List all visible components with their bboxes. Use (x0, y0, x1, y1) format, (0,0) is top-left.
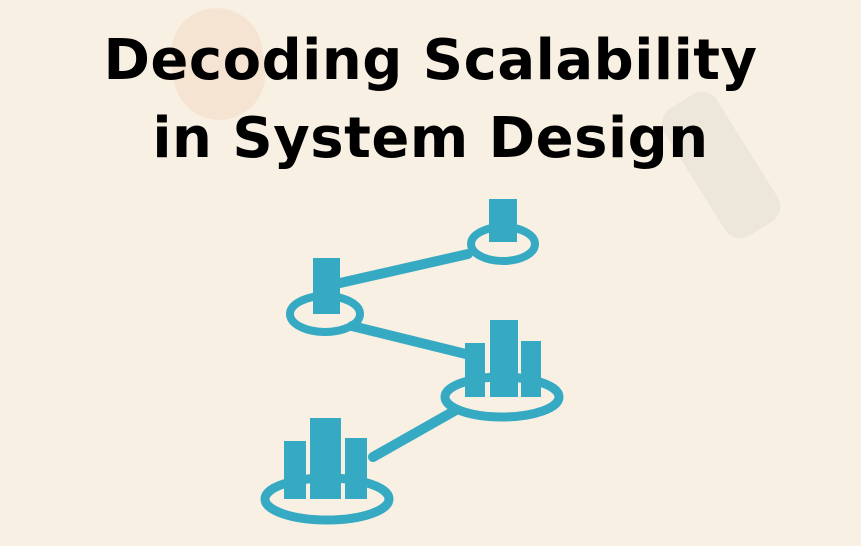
server-bar-large-bottom (310, 418, 341, 499)
connector-line (335, 249, 473, 288)
title-line-2: in System Design (152, 106, 709, 171)
connector-line (347, 321, 479, 361)
connector-line (368, 405, 461, 462)
server-bar-small-middle (313, 258, 340, 314)
server-bar-small-top (489, 199, 517, 242)
server-bar-large-middle (465, 343, 485, 397)
title-line-1: Decoding Scalability (103, 28, 758, 93)
server-bar-large-middle (490, 320, 518, 397)
server-bar-large-middle (521, 341, 541, 397)
page-title: Decoding Scalability in System Design (0, 22, 861, 178)
server-bar-large-bottom (284, 441, 306, 499)
server-bar-large-bottom (345, 438, 367, 499)
